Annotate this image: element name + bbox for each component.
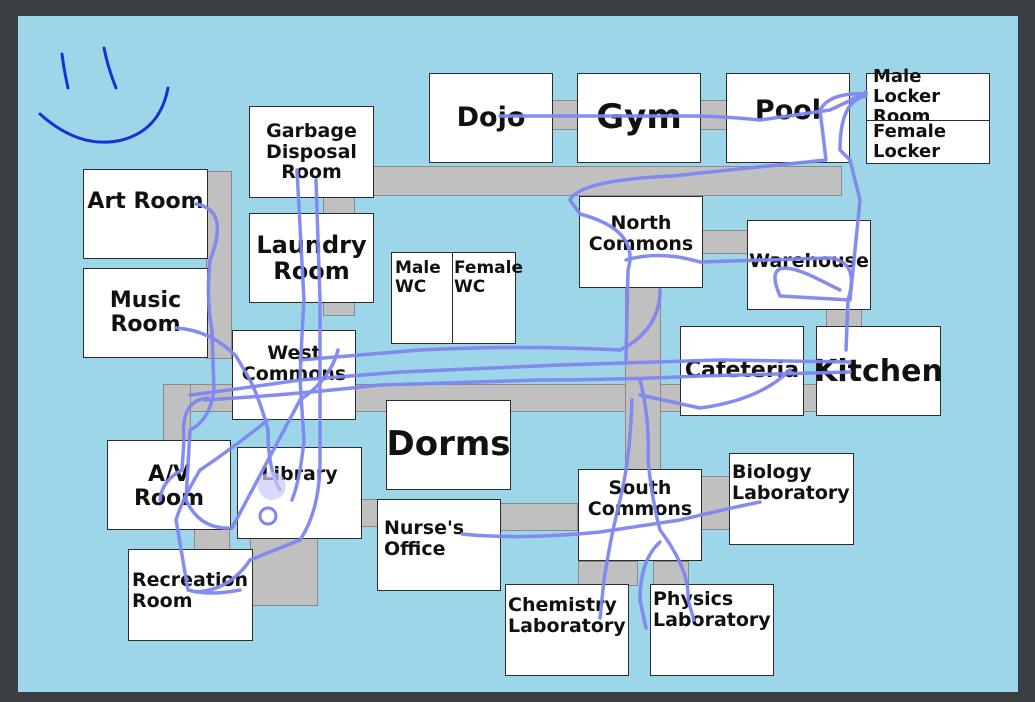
room-label: Kitchen [814,353,943,389]
room-label: Female WC [454,258,523,297]
room-label: Library [261,463,338,485]
room-label: North Commons [588,212,694,255]
room-male-locker[interactable]: Male Locker Room [866,66,990,127]
room-dojo[interactable]: Dojo [429,73,553,163]
room-north-commons[interactable]: North Commons [579,196,703,288]
room-label: Art Room [87,189,204,214]
room-biology-lab[interactable]: Biology Laboratory [729,453,854,545]
room-gym[interactable]: Gym [577,73,701,163]
room-library[interactable]: Library [237,447,362,539]
room-warehouse[interactable]: Warehouse [747,220,871,310]
room-label: West Commons [241,342,347,385]
room-label: Male Locker Room [873,66,941,127]
hallway [700,476,730,530]
room-label: Laundry Room [256,230,367,285]
room-label: South Commons [587,477,693,520]
room-male-wc[interactable]: Male WC [391,252,453,344]
room-physics-lab[interactable]: Physics Laboratory [650,584,774,676]
room-dorms[interactable]: Dorms [386,400,511,490]
room-pool[interactable]: Pool [726,73,850,163]
room-nurses-office[interactable]: Nurse's Office [377,499,501,591]
room-label: Physics Laboratory [653,588,771,631]
hallway [653,561,689,586]
room-art[interactable]: Art Room [83,169,208,259]
room-label: Gym [596,97,682,138]
room-label: Cafeteria [684,357,800,383]
room-kitchen[interactable]: Kitchen [814,326,943,416]
room-label: Music Room [109,287,182,337]
room-label: Recreation Room [132,569,249,612]
room-chemistry-lab[interactable]: Chemistry Laboratory [505,584,629,676]
hallway [700,230,750,254]
hallway [498,503,578,531]
hallway [625,281,661,476]
room-laundry[interactable]: Laundry Room [249,213,374,303]
room-label: Biology Laboratory [732,461,850,504]
room-label: Pool [754,95,822,126]
room-label: Nurse's Office [384,517,465,560]
room-label: Garbage Disposal Room [266,119,357,184]
room-south-commons[interactable]: South Commons [578,469,702,561]
hallway [578,561,638,586]
room-female-locker[interactable]: Female Locker [866,120,990,164]
room-recreation[interactable]: Recreation Room [128,549,253,641]
room-garbage-disposal[interactable]: Garbage Disposal Room [249,106,374,198]
hallway [550,100,580,130]
hallway [206,171,232,359]
room-label: Female Locker [873,121,947,162]
room-label: Male WC [395,258,441,297]
hallway [250,536,318,606]
room-music[interactable]: Music Room [83,268,208,358]
map-canvas: Dojo Gym Pool Male Locker Room Female Lo… [18,16,1018,692]
room-cafeteria[interactable]: Cafeteria [680,326,804,416]
room-label: Chemistry Laboratory [508,594,626,637]
room-label: Dojo [456,102,526,134]
room-label: Dorms [386,424,511,465]
room-av[interactable]: A/V Room [107,440,231,530]
room-west-commons[interactable]: West Commons [232,330,356,420]
room-female-wc[interactable]: Female WC [452,252,523,344]
room-label: Warehouse [749,250,869,272]
room-label: A/V Room [133,462,205,512]
hallway [370,166,842,196]
